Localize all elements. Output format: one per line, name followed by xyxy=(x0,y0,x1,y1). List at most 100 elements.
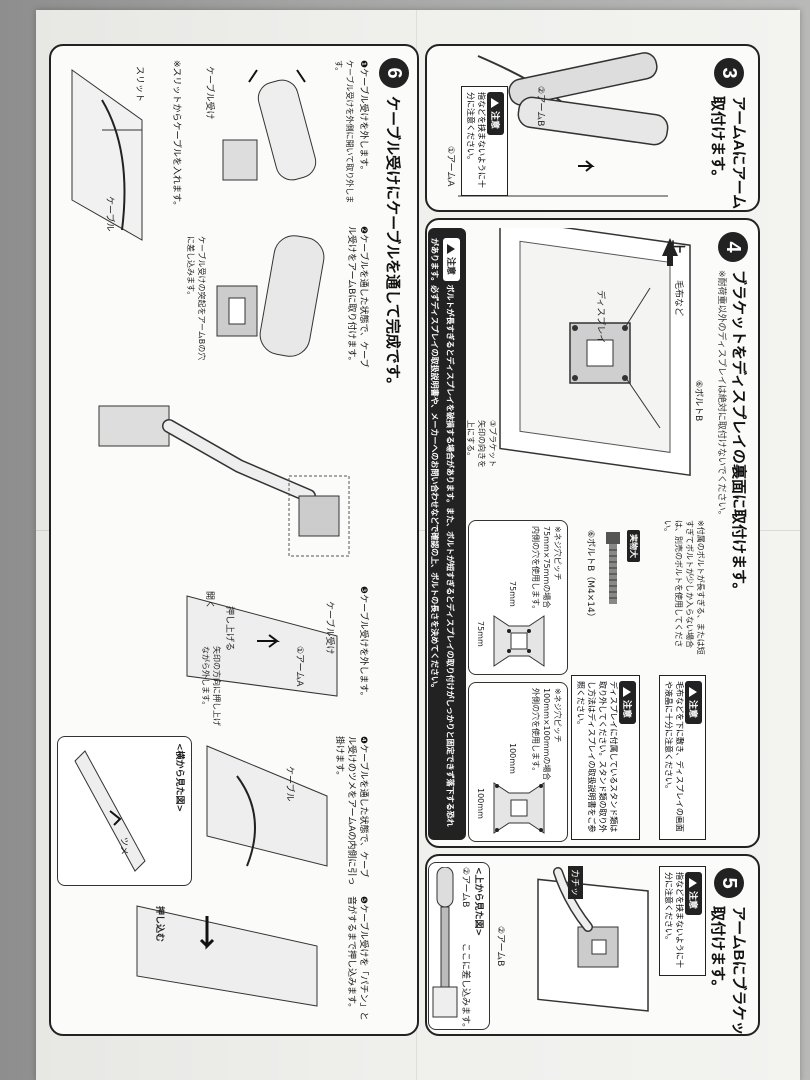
warning-badge: 注意 xyxy=(619,681,636,725)
step6-s4-illustration xyxy=(206,745,328,867)
step6-s2-illustration xyxy=(216,235,325,357)
warning-triangle-icon xyxy=(491,98,500,108)
step5-click-label: カチッ xyxy=(568,866,583,900)
warning-triangle-icon xyxy=(689,878,698,888)
step4-vesa100-panel: ※ネジ穴ピッチ 100mm×100mmの場合 外側の穴を使用します。 100mm… xyxy=(468,682,568,842)
step4-caution-bar: 注意 ボルトが長すぎるとディスプレイを破損する場合があります。また、ボルトが短す… xyxy=(428,228,466,840)
vesa75-plate-icon xyxy=(493,615,545,667)
step4-title: ブラケットをディスプレイの裏面に取付けます。 xyxy=(730,270,747,598)
step6-slit-note: ※スリットからケーブルを入れます。 xyxy=(171,60,181,211)
step4-cloth-label: 毛布など xyxy=(673,280,683,317)
step4-warning-2: 注意 ディスプレイに付属しているスタンド類は取り外してください。スタンド類の取り… xyxy=(571,675,640,840)
step6-slit-label: スリット xyxy=(134,66,144,103)
step4-subtitle: ※耐荷重以外のディスプレイは絶対に取付けないでください。 xyxy=(716,270,726,520)
step6-s4-cable-label: ケーブル xyxy=(284,766,294,802)
step6-s2-text: ❷ケーブルを通した状態で、ケーブル受けをアームBに取り付けます。 xyxy=(346,226,368,368)
step6-s3-armA-label: ①アームA xyxy=(294,646,304,687)
step3-number: 3 xyxy=(714,58,744,88)
step6-number: 6 xyxy=(379,58,409,88)
step6-s5-text: ❺ケーブル受けを「パチン」と音がするまで押し込みます。 xyxy=(346,896,368,1021)
step5-insert-note: ここに差し込みます。 xyxy=(460,943,470,1033)
step4-caution-text: ボルトが長すぎるとディスプレイを破損する場合があります。また、ボルトが短すぎると… xyxy=(430,238,455,827)
step4-vesa75-note: ※ネジ穴ピッチ 75mm×75mmの場合 内側の穴を使用します。 xyxy=(531,526,562,614)
step6-s3-text: ❸ケーブル受けを外します。 xyxy=(358,586,368,701)
step3-title-line1: アームAにアームBを xyxy=(730,96,747,212)
step6-panel: 6 ケーブル受けにケーブルを通して完成です。 ❶ケーブル受けを外します。 ケーブ… xyxy=(49,44,419,1036)
step5-topview-panel: <上から見た図> ②アームB ここに差し込みます。 xyxy=(428,862,490,1033)
step4-panel: 4 ブラケットをディスプレイの裏面に取付けます。 ※耐荷重以外のディスプレイは絶… xyxy=(425,218,760,848)
step4-bracket-label: ③ブラケット 矢印の向きを 上にする。 xyxy=(466,420,497,468)
bolt-icon xyxy=(606,532,620,604)
step5-warning-text: 指などを挟まないように十分に注意ください。 xyxy=(664,872,684,968)
rotated-manual-content: 3 アームAにアームBを 取付けます。 ②アームB ①アームA 注意 指などを挟… xyxy=(44,40,764,1040)
step6-s5-illustration xyxy=(136,905,318,1007)
step4-bolt-note: ※付属のボルトが長すぎる、または短すぎてボルトが少しか入らない場合は、別売のボル… xyxy=(663,520,705,655)
warning-triangle-icon xyxy=(623,687,632,697)
step6-s3-receiver-label: ケーブル受け xyxy=(324,601,334,655)
step3-warning: 注意 指などを挟まないように十分に注意ください。 xyxy=(461,86,508,196)
step5-warning: 注意 指などを挟まないように十分に注意ください。 xyxy=(659,866,706,976)
step6-s4-claw-label: ツメ xyxy=(118,837,128,856)
step4-vesa100-width: 100mm xyxy=(476,788,485,819)
step4-vesa75-width: 75mm xyxy=(476,621,485,647)
step4-warning-2-text: ディスプレイに付属しているスタンド類は取り外してください。スタンド類の取り外し方… xyxy=(576,681,618,833)
step6-s1-illustration xyxy=(222,69,317,181)
step6-s3-arrow-note: 矢印の方向に押し上げながら外します。 xyxy=(201,646,221,726)
step5-topview-icon xyxy=(432,867,458,1018)
warning-triangle-icon xyxy=(689,687,698,697)
step6-s1-receiver-label: ケーブル受け xyxy=(204,66,214,120)
step4-display-label: ディスプレイ xyxy=(595,290,605,344)
step4-bolt-label: ⑥ボルトB xyxy=(693,380,703,422)
step4-vesa100-note: ※ネジ穴ピッチ 100mm×100mmの場合 外側の穴を使用します。 xyxy=(531,688,562,781)
step4-warning-1-text: 毛布などを下に敷き、ディスプレイの画面や液晶に十分に注意ください。 xyxy=(664,681,684,832)
step6-s4-text: ❹ケーブルを通した状態で、ケーブル受けのツメをアームAの内側に引っ掛けます。 xyxy=(334,736,368,886)
step5-title-line1: アームBにブラケットを xyxy=(730,906,747,1036)
step6-title: ケーブル受けにケーブルを通して完成です。 xyxy=(384,96,402,393)
step4-vesa100-height: 100mm xyxy=(508,743,517,774)
step3-armA-label: ①アームA xyxy=(445,146,455,187)
step6-s3-push-label: 押し上げる xyxy=(224,606,234,652)
step3-title-line2: 取付けます。 xyxy=(709,96,726,185)
vesa100-plate-icon xyxy=(493,782,545,834)
warning-badge: 注意 xyxy=(685,681,702,725)
step6-cable-label: ケーブル xyxy=(104,196,114,232)
step5-bracket-illustration xyxy=(537,867,649,1012)
step6-s4-sideview-icon xyxy=(74,750,146,872)
step6-s3-open-label: 開く xyxy=(204,591,214,610)
step6-s2-caption: ケーブル受けの突起をアームBの穴に差し込みます。 xyxy=(186,236,206,361)
warning-triangle-icon xyxy=(447,244,456,254)
step4-display-illustration xyxy=(499,228,691,477)
step6-slit-illustration xyxy=(71,69,143,241)
step5-panel: 5 アームBにブラケットを 取付けます。 注意 指などを挟まないように十分に注意… xyxy=(425,854,760,1036)
step5-armB-label: ②アームB xyxy=(495,926,505,967)
step6-s3-illustration xyxy=(186,595,338,697)
step3-warning-text: 指などを挟まないように十分に注意ください。 xyxy=(466,92,486,188)
step4-number: 4 xyxy=(718,232,748,262)
step6-s4-sideview-title: <横から見た図> xyxy=(174,743,184,813)
step5-topview-armB: ②アームB xyxy=(460,867,470,908)
step6-s5-push-label: 押し込む xyxy=(154,906,164,943)
step3-header: 3 アームAにアームBを 取付けます。 xyxy=(708,58,750,212)
step5-number: 5 xyxy=(714,868,744,898)
step4-up-label: 上 xyxy=(669,240,685,254)
step4-actual-size-badge: 実物大 xyxy=(627,530,640,562)
step3-panel: 3 アームAにアームBを 取付けます。 ②アームB ①アームA 注意 指などを挟… xyxy=(425,44,760,212)
step4-bolt-caption: ⑥ボルトB（M4×14） xyxy=(585,530,595,622)
step4-warning-1: 注意 毛布などを下に敷き、ディスプレイの画面や液晶に十分に注意ください。 xyxy=(659,675,706,840)
step5-title-line2: 取付けます。 xyxy=(709,906,726,995)
step5-topview-title: <上から見た図> xyxy=(473,867,483,937)
step4-vesa75-height: 75mm xyxy=(508,581,517,607)
step4-vesa75-panel: ※ネジ穴ピッチ 75mm×75mmの場合 内側の穴を使用します。 75mm 75… xyxy=(468,520,568,675)
warning-badge: 注意 xyxy=(443,238,460,282)
step4-header: 4 ブラケットをディスプレイの裏面に取付けます。 ※耐荷重以外のディスプレイは絶… xyxy=(716,232,750,597)
warning-badge: 注意 xyxy=(685,872,702,916)
step3-armB-label: ②アームB xyxy=(535,86,545,127)
step6-header: 6 ケーブル受けにケーブルを通して完成です。 xyxy=(379,58,409,392)
step6-s4-sideview-panel: <横から見た図> ツメ xyxy=(57,736,192,886)
step5-header: 5 アームBにブラケットを 取付けます。 xyxy=(708,868,750,1036)
warning-badge: 注意 xyxy=(487,92,504,136)
step6-s1-text: ❶ケーブル受けを外します。 xyxy=(358,60,368,175)
step6-overview-illustration xyxy=(98,405,350,557)
step6-s1-caption: ケーブル受けを外側に開いて取り外します。 xyxy=(334,60,354,204)
